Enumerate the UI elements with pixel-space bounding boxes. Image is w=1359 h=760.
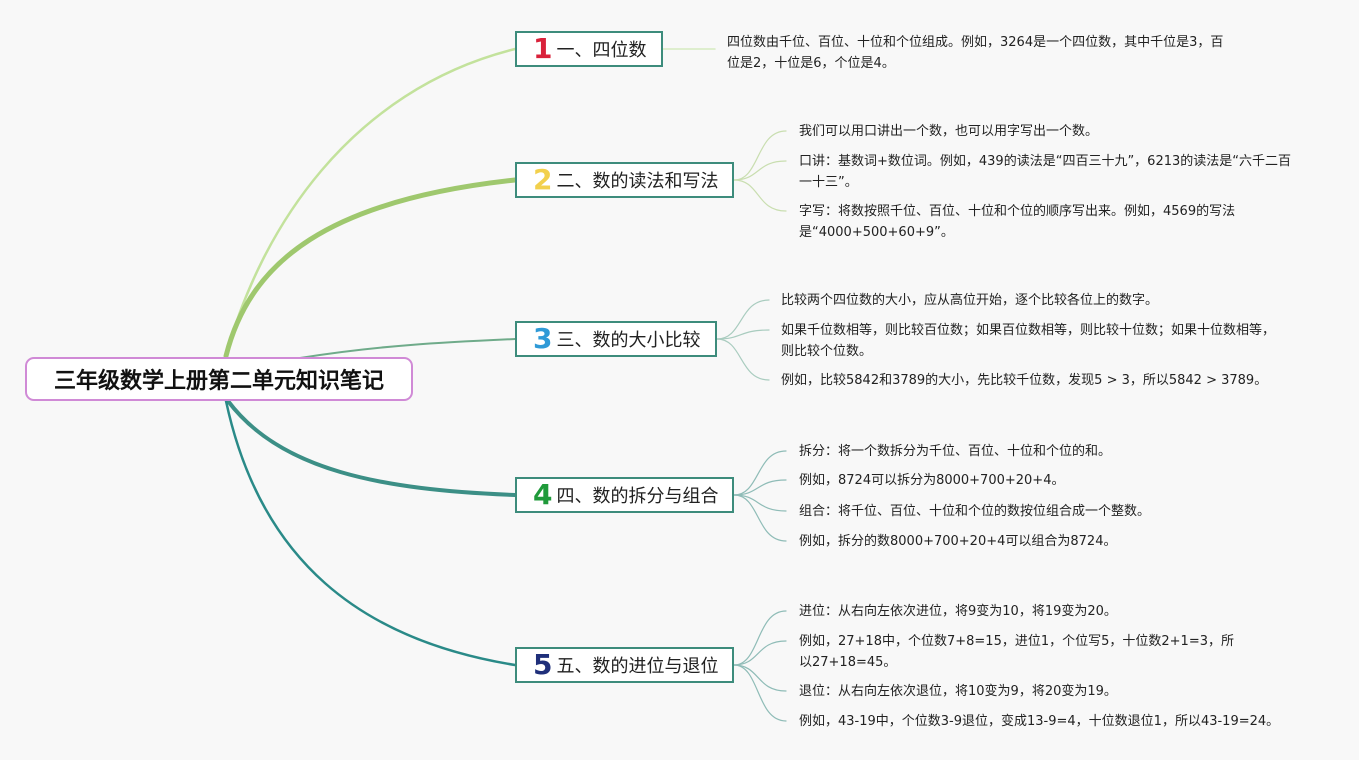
leaf-connector [716,338,770,381]
leaf-connector [716,299,770,340]
leaf-note[interactable]: 如果千位数相等，则比较百位数；如果百位数相等，则比较十位数；如果十位数相等，则比… [781,320,1277,362]
topic-carry-borrow[interactable]: 5 五、数的进位与退位 [515,647,734,683]
leaf-text: 例如，8724可以拆分为8000+700+20+4。 [799,473,1065,488]
number-1-icon: 1 [533,32,553,65]
leaf-text: 字写：将数按照千位、百位、十位和个位的顺序写出来。例如，4569的写法是“400… [799,204,1236,240]
leaf-connector [733,494,787,512]
branch-connector-3 [299,338,516,359]
leaf-connector [733,664,787,692]
leaf-text: 比较两个四位数的大小，应从高位开始，逐个比较各位上的数字。 [781,293,1159,308]
leaf-note[interactable]: 进位：从右向左依次进位，将9变为10，将19变为20。 [799,601,1299,622]
topic-label: 一、四位数 [556,40,647,61]
number-2-icon: 2 [533,163,553,196]
leaf-note[interactable]: 例如，8724可以拆分为8000+700+20+4。 [799,470,1299,491]
leaf-note[interactable]: 口讲：基数词+数位词。例如，439的读法是“四百三十九”，6213的读法是“六千… [799,151,1299,193]
topic-reading-writing[interactable]: 2 二、数的读法和写法 [515,162,734,198]
topic-label: 二、数的读法和写法 [556,171,719,192]
topic-four-digit-numbers[interactable]: 1 一、四位数 [515,31,663,67]
leaf-connector [733,640,787,666]
topic-label: 五、数的进位与退位 [556,656,719,677]
leaf-connector [733,179,787,212]
leaf-connector [733,610,787,666]
leaf-text: 拆分：将一个数拆分为千位、百位、十位和个位的和。 [799,444,1112,459]
branch-connector-2 [223,177,518,359]
leaf-connector [733,130,787,181]
leaf-note[interactable]: 例如，27+18中，个位数7+8=15，进位1，个位写5，十位数2+1=3，所以… [799,631,1245,673]
number-4-icon: 4 [533,478,553,511]
number-5-icon: 5 [533,648,553,681]
leaf-text: 四位数由千位、百位、十位和个位组成。例如，3264是一个四位数，其中千位是3，百… [727,35,1224,71]
topic-label: 四、数的拆分与组合 [556,486,719,507]
leaf-text: 进位：从右向左依次进位，将9变为10，将19变为20。 [799,604,1117,619]
leaf-text: 组合：将千位、百位、十位和个位的数按位组合成一个整数。 [799,504,1151,519]
leaf-text: 如果千位数相等，则比较百位数；如果百位数相等，则比较十位数；如果十位数相等，则比… [781,323,1276,359]
branch-connector-1 [224,47,517,358]
leaf-text: 例如，27+18中，个位数7+8=15，进位1，个位写5，十位数2+1=3，所以… [799,634,1234,670]
leaf-note[interactable]: 四位数由千位、百位、十位和个位组成。例如，3264是一个四位数，其中千位是3，百… [727,32,1227,74]
leaf-note[interactable]: 比较两个四位数的大小，应从高位开始，逐个比较各位上的数字。 [781,290,1281,311]
leaf-note[interactable]: 例如，43-19中，个位数3-9退位，变成13-9=4，十位数退位1，所以43-… [799,711,1319,732]
leaf-note[interactable]: 组合：将千位、百位、十位和个位的数按位组合成一个整数。 [799,501,1299,522]
leaf-note[interactable]: 我们可以用口讲出一个数，也可以用字写出一个数。 [799,121,1299,142]
leaf-text: 我们可以用口讲出一个数，也可以用字写出一个数。 [799,124,1099,139]
topic-label: 三、数的大小比较 [556,330,701,351]
leaf-connector [733,494,787,542]
leaf-connector [733,479,787,496]
leaf-text: 例如，43-19中，个位数3-9退位，变成13-9=4，十位数退位1，所以43-… [799,714,1280,729]
leaf-connector [733,664,787,722]
root-title: 三年级数学上册第二单元知识笔记 [53,369,384,394]
topic-split-combine[interactable]: 4 四、数的拆分与组合 [515,477,734,513]
leaf-note[interactable]: 退位：从右向左依次退位，将10变为9，将20变为19。 [799,681,1299,702]
leaf-connector [733,450,787,496]
leaf-text: 口讲：基数词+数位词。例如，439的读法是“四百三十九”，6213的读法是“六千… [799,154,1291,190]
branch-connector-5 [224,399,517,667]
branch-connector-4 [226,399,517,497]
leaf-connector [733,160,787,181]
root-topic[interactable]: 三年级数学上册第二单元知识笔记 [25,357,413,401]
topic-comparison[interactable]: 3 三、数的大小比较 [515,321,717,357]
leaf-note[interactable]: 例如，拆分的数8000+700+20+4可以组合为8724。 [799,531,1299,552]
leaf-text: 退位：从右向左依次退位，将10变为9，将20变为19。 [799,684,1117,699]
leaf-connector [716,329,770,340]
leaf-note[interactable]: 例如，比较5842和3789的大小，先比较千位数，发现5 > 3，所以5842 … [781,370,1301,391]
number-3-icon: 3 [533,322,553,355]
leaf-note[interactable]: 拆分：将一个数拆分为千位、百位、十位和个位的和。 [799,441,1299,462]
leaf-note[interactable]: 字写：将数按照千位、百位、十位和个位的顺序写出来。例如，4569的写法是“400… [799,201,1269,243]
leaf-text: 例如，拆分的数8000+700+20+4可以组合为8724。 [799,534,1117,549]
leaf-text: 例如，比较5842和3789的大小，先比较千位数，发现5 > 3，所以5842 … [781,373,1268,388]
